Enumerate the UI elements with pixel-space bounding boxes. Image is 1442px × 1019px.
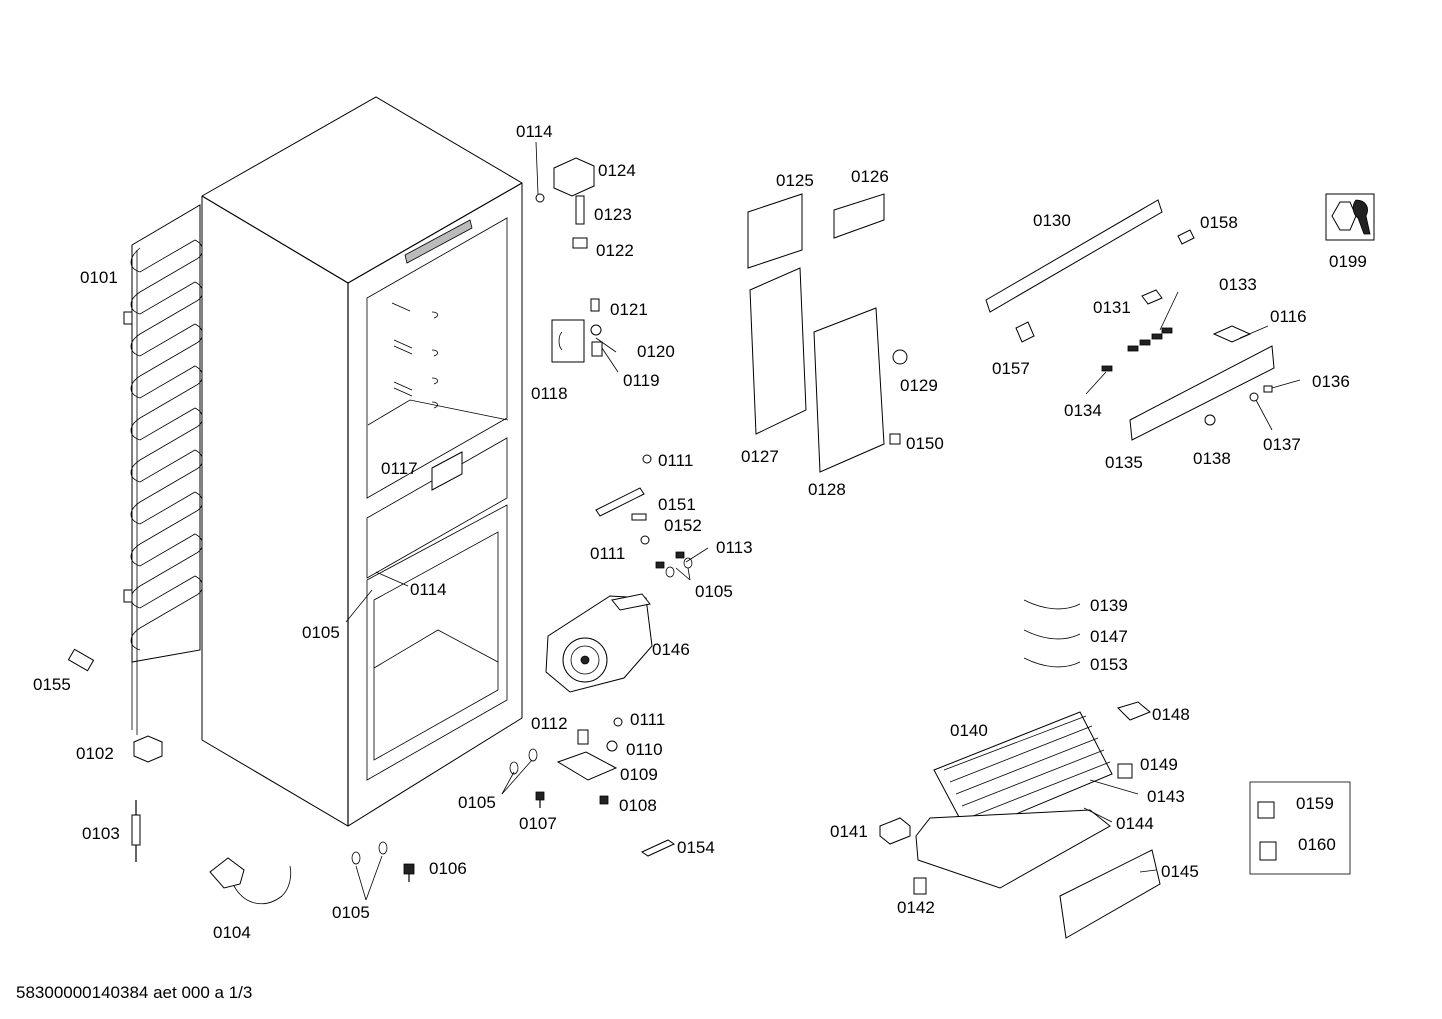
- part-label-0116: 0116: [1270, 307, 1307, 326]
- part-label-0158: 0158: [1200, 213, 1238, 232]
- part-label-0122: 0122: [596, 241, 634, 260]
- hinge-parts: [535, 157, 693, 578]
- part-label-0140: 0140: [950, 721, 988, 740]
- part-label-0102: 0102: [76, 744, 114, 763]
- part-label-0153: 0153: [1090, 655, 1128, 674]
- part-label-0114: 0114: [410, 580, 447, 599]
- part-label-0138: 0138: [1193, 449, 1231, 468]
- part-label-0105: 0105: [458, 793, 496, 812]
- part-label-0111: 0111: [658, 451, 694, 470]
- bottom-bracket-parts: [556, 717, 676, 857]
- boxed-parts: [1249, 781, 1351, 875]
- part-label-0134: 0134: [1064, 401, 1102, 420]
- part-label-0151: 0151: [658, 495, 696, 514]
- part-label-0124: 0124: [598, 161, 636, 180]
- part-label-0111: 0111: [590, 544, 626, 563]
- leader-lines: [345, 141, 1301, 901]
- control-parts: [985, 199, 1275, 441]
- part-label-0111: 0111: [630, 710, 666, 729]
- part-label-0149: 0149: [1140, 755, 1178, 774]
- part-label-0125: 0125: [776, 171, 814, 190]
- part-label-0139: 0139: [1090, 596, 1128, 615]
- part-label-0101: 0101: [80, 268, 118, 287]
- part-label-0105: 0105: [302, 623, 340, 642]
- cabinet-body: [201, 96, 523, 827]
- tool-wrench-icon: [1325, 193, 1375, 241]
- part-label-0106: 0106: [429, 859, 467, 878]
- part-label-0157: 0157: [992, 359, 1030, 378]
- part-label-0104: 0104: [213, 923, 251, 942]
- part-label-0135: 0135: [1105, 453, 1143, 472]
- part-label-0105: 0105: [695, 582, 733, 601]
- part-label-0121: 0121: [610, 300, 648, 319]
- part-label-0108: 0108: [619, 796, 657, 815]
- door-panels: [747, 193, 908, 473]
- part-label-0160: 0160: [1298, 835, 1336, 854]
- evaporator-assembly: [879, 599, 1161, 939]
- part-label-0133: 0133: [1219, 275, 1257, 294]
- part-label-0136: 0136: [1312, 372, 1350, 391]
- part-label-0147: 0147: [1090, 627, 1128, 646]
- part-label-0131: 0131: [1093, 298, 1131, 317]
- condenser-coil: [123, 204, 203, 735]
- part-label-0154: 0154: [677, 838, 715, 857]
- fan-unit: [545, 593, 653, 693]
- part-label-0129: 0129: [900, 376, 938, 395]
- part-label-0118: 0118: [531, 384, 568, 403]
- part-label-0150: 0150: [906, 434, 944, 453]
- part-label-0110: 0110: [626, 740, 663, 759]
- part-label-0119: 0119: [623, 371, 660, 390]
- part-label-0112: 0112: [531, 714, 568, 733]
- part-label-0123: 0123: [594, 205, 632, 224]
- part-label-0109: 0109: [620, 765, 658, 784]
- part-label-0145: 0145: [1161, 862, 1199, 881]
- part-label-0141: 0141: [830, 822, 868, 841]
- part-label-0113: 0113: [716, 538, 753, 557]
- part-label-0152: 0152: [664, 516, 702, 535]
- part-label-0107: 0107: [519, 814, 557, 833]
- part-label-0199: 0199: [1329, 252, 1367, 271]
- part-label-0159: 0159: [1296, 794, 1334, 813]
- part-label-0105: 0105: [332, 903, 370, 922]
- part-label-0128: 0128: [808, 480, 846, 499]
- part-label-0143: 0143: [1147, 787, 1185, 806]
- part-label-0148: 0148: [1152, 705, 1190, 724]
- part-label-0120: 0120: [637, 342, 675, 361]
- part-label-0146: 0146: [652, 640, 690, 659]
- part-label-0126: 0126: [851, 167, 889, 186]
- part-label-0137: 0137: [1263, 435, 1301, 454]
- part-label-0144: 0144: [1116, 814, 1154, 833]
- part-label-0155: 0155: [33, 675, 71, 694]
- part-label-0127: 0127: [741, 447, 779, 466]
- part-label-0130: 0130: [1033, 211, 1071, 230]
- part-label-0103: 0103: [82, 824, 120, 843]
- part-label-0142: 0142: [897, 898, 935, 917]
- part-label-0114: 0114: [516, 122, 553, 141]
- part-label-0117: 0117: [381, 459, 418, 478]
- left-small-parts: [67, 648, 545, 905]
- footer-code: 58300000140384 aet 000 a 1/3: [16, 983, 253, 1002]
